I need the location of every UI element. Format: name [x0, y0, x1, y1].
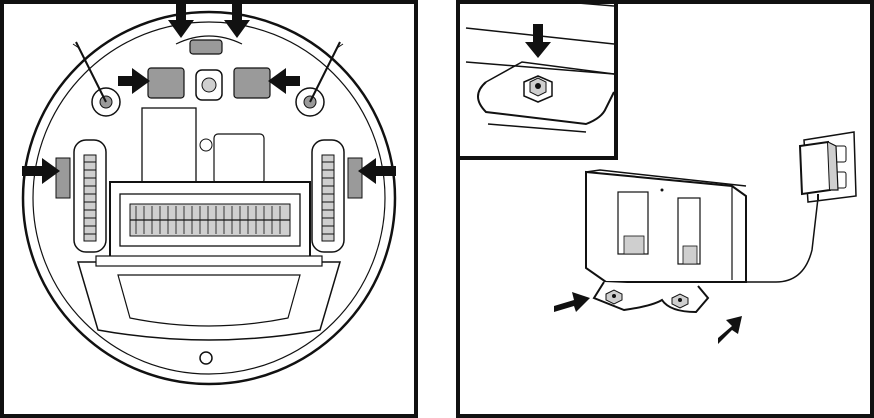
cliff-sensor-right-icon — [234, 68, 270, 98]
dock-detail-inset — [458, 2, 616, 158]
robot-underside-panel — [0, 0, 418, 418]
panel-cover — [214, 134, 264, 184]
charging-dock-panel — [456, 0, 874, 418]
cliff-sensor-left-icon — [148, 68, 184, 98]
roller-brush-icon — [110, 182, 310, 258]
contact-pin-icon — [524, 76, 552, 102]
battery-cover — [142, 108, 196, 188]
robot-underside-illustration — [0, 0, 418, 418]
brush-guard — [96, 256, 322, 266]
charging-dock-illustration — [456, 0, 874, 418]
sensor-icon — [190, 40, 222, 54]
